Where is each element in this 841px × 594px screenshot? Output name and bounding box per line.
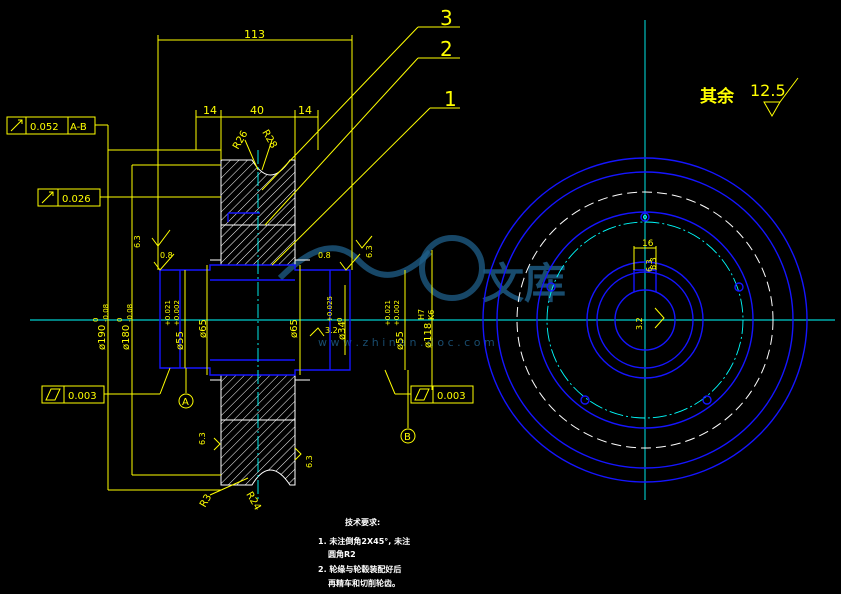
roughness-1: 6.3 — [133, 235, 142, 248]
svg-text:A: A — [182, 397, 189, 408]
dim-radius-bottom-1: R3 — [198, 492, 214, 509]
svg-text:0.003: 0.003 — [437, 391, 466, 402]
svg-text:0.026: 0.026 — [62, 194, 91, 205]
dim-width-mid: 40 — [250, 104, 264, 117]
dim-d65-left: ø65 — [198, 319, 209, 338]
tech-title: 技术要求: — [345, 517, 380, 527]
runout-icon — [10, 119, 23, 132]
tolerance-frame-3: 0.003 — [41, 367, 171, 404]
dim-d118-upper: H7 — [417, 309, 426, 320]
surface-note: 其余 12.5 — [700, 77, 799, 118]
surface-note-value: 12.5 — [750, 81, 786, 100]
part-ref-3: 3 — [440, 6, 453, 30]
roughness-symbol-icon — [763, 77, 799, 118]
watermark-circle-icon — [419, 235, 485, 301]
roughness-2: 0.8 — [160, 251, 173, 260]
roughness-5: 3.2 — [325, 326, 338, 335]
dim-d55-right-lower: +0.002 — [393, 300, 401, 326]
datum-a: A — [178, 368, 194, 409]
roughness-9: 6.3 — [649, 257, 658, 270]
cylindricity-icon — [45, 388, 61, 401]
dim-d118: ø118 — [423, 323, 434, 348]
roughness-8: 3.2 — [635, 317, 644, 330]
front-view: 16 6.3 — [482, 20, 808, 500]
svg-text:0.003: 0.003 — [68, 391, 97, 402]
dimensions: 113 14 40 14 R26 R28 R3 R24 ø190 0 -0.08 — [92, 28, 658, 513]
roughness-4: 6.3 — [365, 245, 374, 258]
tech-line-2b: 再精车和切削轮齿。 — [328, 578, 400, 588]
dim-d180-lower: -0.08 — [126, 304, 134, 322]
dim-d118-lower: K6 — [427, 310, 436, 320]
tech-line-1b: 圆角R2 — [328, 549, 356, 559]
tech-line-2: 2. 轮缘与轮毂装配好后 — [318, 564, 401, 574]
dim-d65-right: ø65 — [289, 319, 300, 338]
dim-d34-upper: +0.025 — [326, 296, 334, 322]
dim-d55-left-lower: +0.002 — [173, 300, 181, 326]
dim-radius-1: R26 — [231, 129, 250, 152]
svg-text:A-B: A-B — [70, 122, 87, 133]
datum-b: B — [400, 370, 416, 444]
technical-requirements: 技术要求: 1. 未注倒角2X45°, 未注 圆角R2 2. 轮缘与轮毂装配好后… — [318, 517, 410, 588]
svg-text:0.052: 0.052 — [30, 122, 59, 133]
dim-keyway-depth: 6.3 — [645, 259, 654, 272]
dim-d55-right-upper: +0.021 — [384, 300, 392, 326]
dim-width-left: 14 — [203, 104, 217, 117]
dim-overall-length: 113 — [244, 28, 265, 41]
dim-d180: ø180 — [121, 325, 132, 350]
dim-d34-lower: 0 — [336, 318, 344, 322]
tolerance-frame-4: 0.003 — [384, 369, 474, 404]
tolerance-frame-1: 0.052 A-B — [6, 116, 109, 150]
cylindricity-icon — [414, 388, 430, 401]
dim-d190-upper: 0 — [92, 318, 100, 322]
dim-radius-bottom-2: R24 — [243, 490, 262, 513]
runout-icon — [41, 191, 54, 204]
dim-width-right: 14 — [298, 104, 312, 117]
section-view — [159, 150, 351, 500]
watermark-url: w w w . z h i n a n . d o c . c o m — [318, 336, 495, 349]
part-ref-1: 1 — [444, 87, 457, 111]
svg-text:B: B — [404, 432, 411, 443]
dim-d34: ø34 — [337, 321, 348, 340]
dim-d55-right: ø55 — [395, 331, 406, 350]
part-references: 3 2 1 — [261, 6, 460, 266]
tech-line-1: 1. 未注倒角2X45°, 未注 — [318, 536, 410, 546]
dim-d55-left-upper: +0.021 — [164, 300, 172, 326]
surface-note-label: 其余 — [700, 86, 735, 107]
roughness-7: 6.3 — [305, 455, 314, 468]
watermark: 文库 w w w . z h i n a n . d o c . c o m — [277, 235, 566, 349]
dim-keyway-width: 16 — [642, 239, 654, 249]
tolerance-frame-2: 0.026 — [37, 188, 221, 207]
dim-d180-upper: 0 — [116, 318, 124, 322]
roughness-6: 6.3 — [198, 432, 207, 445]
watermark-swoosh-icon — [277, 245, 433, 281]
part-ref-2: 2 — [440, 37, 453, 61]
dim-d190-lower: -0.08 — [102, 304, 110, 322]
dim-d190: ø190 — [97, 325, 108, 350]
roughness-3: 0.8 — [318, 251, 331, 260]
dim-d55-left: ø55 — [175, 331, 186, 350]
